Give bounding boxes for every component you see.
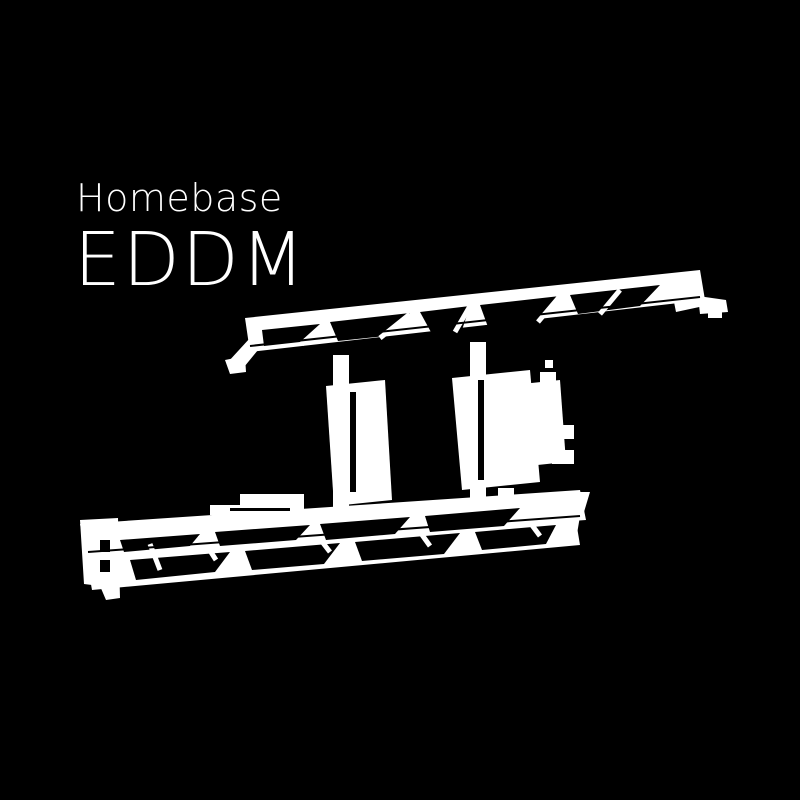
terminal-gaps — [350, 380, 484, 492]
airport-code-title: EDDM — [74, 217, 307, 303]
subtitle-text: Homebase — [76, 176, 283, 220]
central-terminal-complex — [326, 342, 574, 525]
south-crossing-taxiways — [147, 507, 543, 571]
north-crossing-taxiways — [300, 288, 622, 347]
runway-edge-lines — [87, 296, 701, 553]
